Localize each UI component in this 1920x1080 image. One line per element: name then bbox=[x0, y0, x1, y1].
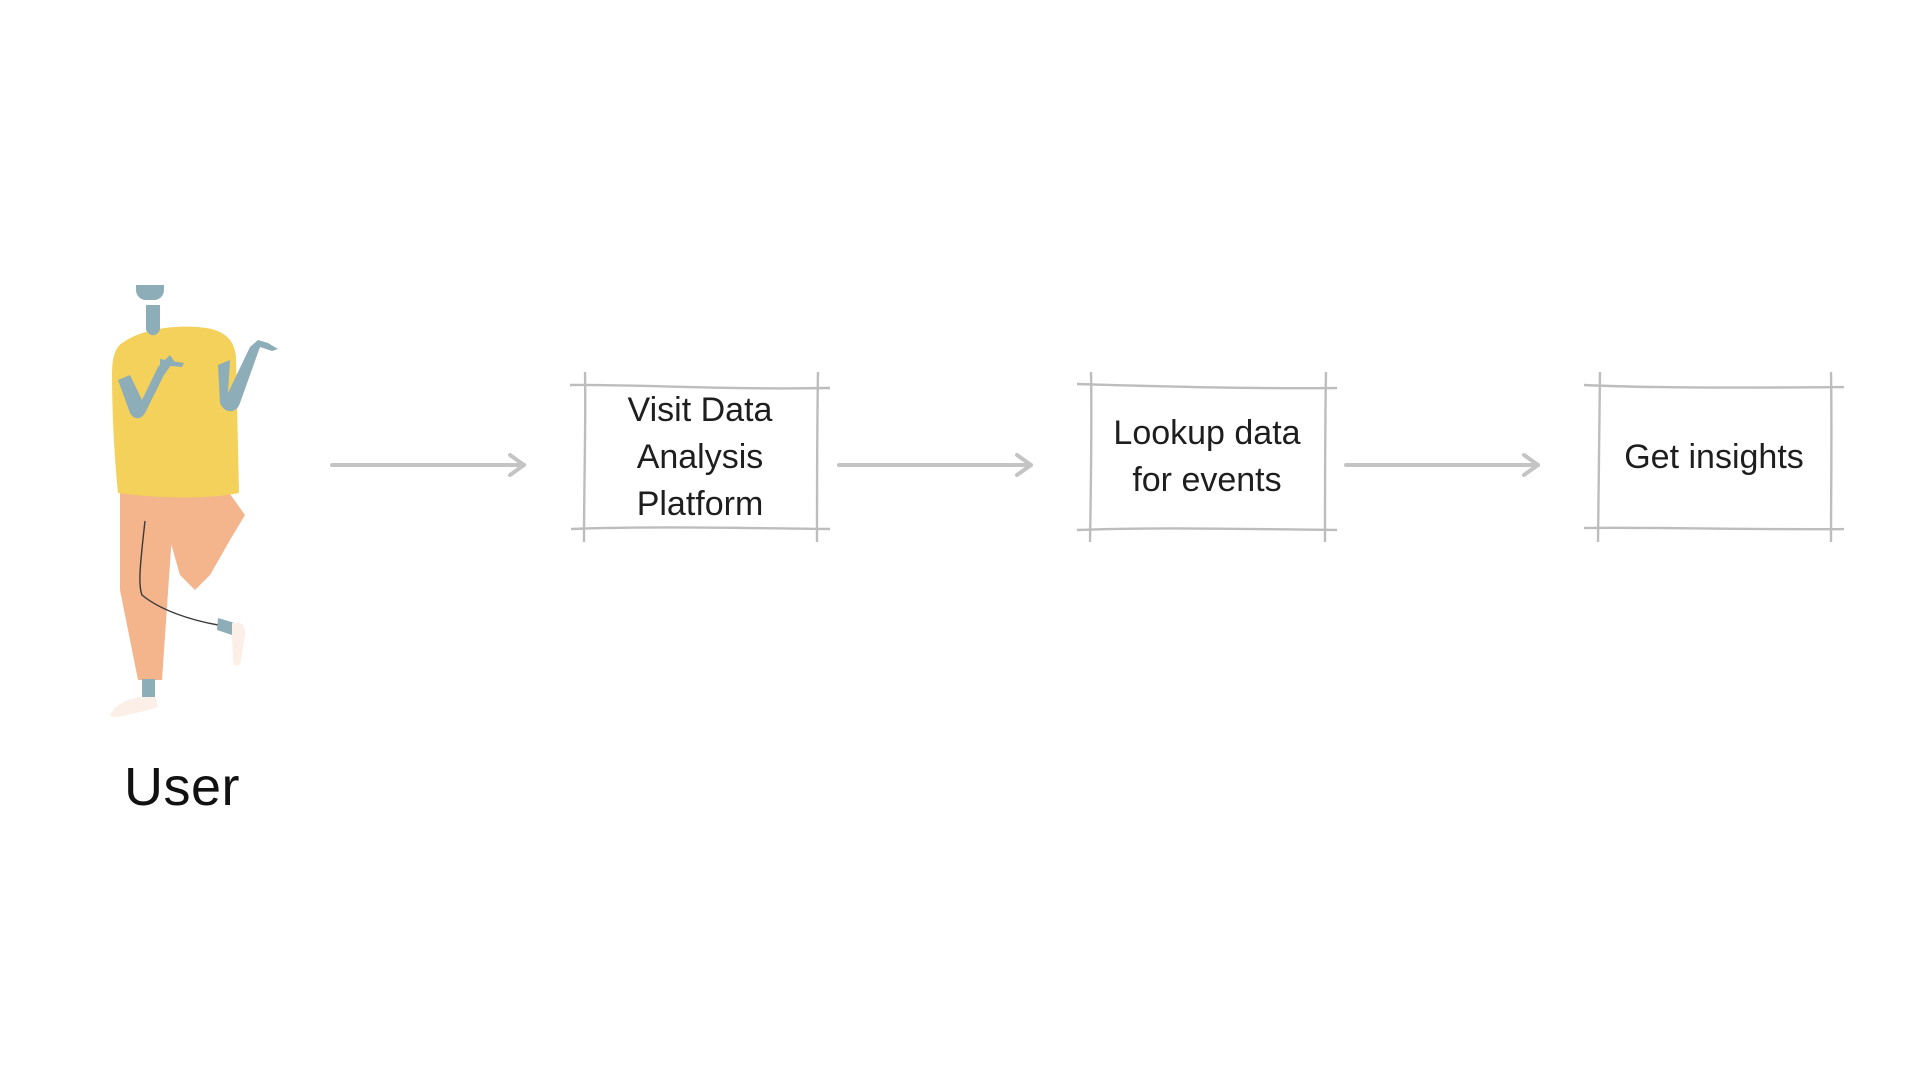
step-label: Get insights bbox=[1624, 437, 1804, 476]
step-box-get-insights: Get insights bbox=[1584, 372, 1844, 542]
arrow-right-icon bbox=[837, 453, 1033, 477]
arrow-right-icon bbox=[330, 453, 526, 477]
user-label: User bbox=[124, 757, 241, 817]
user-figure bbox=[100, 239, 310, 735]
step-box-visit-platform: Visit Data Analysis Platform bbox=[570, 372, 830, 542]
arrow-right-icon bbox=[1344, 453, 1540, 477]
step-label: Visit Data Analysis Platform bbox=[627, 390, 773, 523]
step-label: Lookup data for events bbox=[1113, 414, 1301, 499]
person-illustration-icon bbox=[110, 239, 278, 717]
arrow-step2-to-step3 bbox=[1344, 450, 1544, 480]
arrow-user-to-step1 bbox=[330, 450, 530, 480]
step-box-lookup-data: Lookup data for events bbox=[1077, 372, 1337, 542]
arrow-step1-to-step2 bbox=[837, 450, 1037, 480]
